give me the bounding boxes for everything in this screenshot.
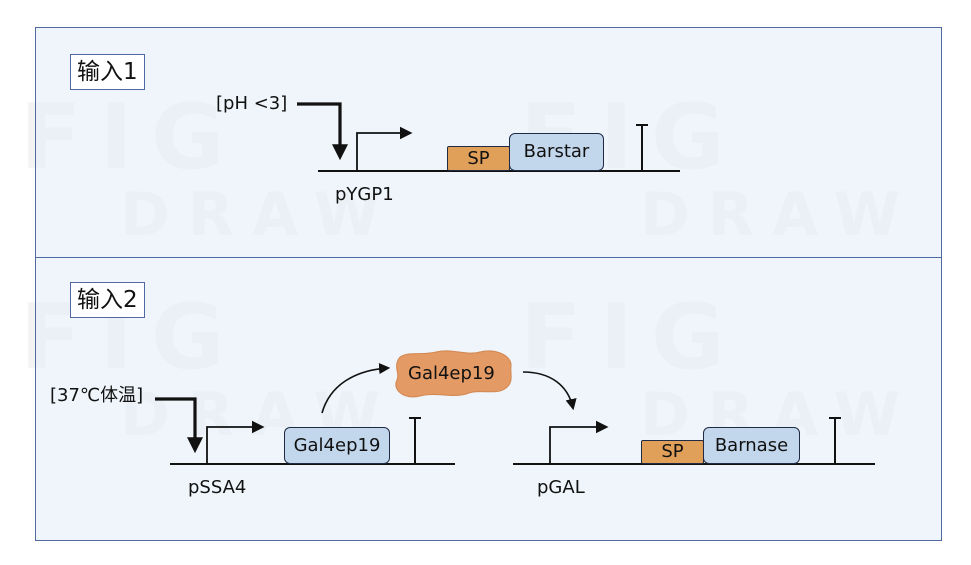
promoter-arrow-pgal — [549, 420, 609, 464]
expression-arrow — [321, 362, 391, 414]
sp-block-1: SP — [447, 146, 510, 171]
promoter-pygp1-label: pYGP1 — [335, 184, 394, 205]
sp-block-2: SP — [641, 440, 704, 464]
signal-arrow-37c — [155, 397, 203, 454]
barstar-gene: Barstar — [509, 133, 604, 171]
promoter-arrow-pygp1 — [356, 126, 413, 171]
gal4ep19-protein-label: Gal4ep19 — [408, 363, 495, 384]
gal4ep19-gene: Gal4ep19 — [284, 427, 390, 464]
activation-arrow — [522, 371, 577, 411]
promoter-pssa4-label: pSSA4 — [188, 477, 247, 498]
signal-37c-label: [37℃体温] — [50, 385, 144, 406]
input-1-panel — [35, 27, 942, 258]
promoter-pgal-label: pGAL — [537, 477, 585, 498]
signal-arrow-ph — [297, 102, 348, 161]
protein-blob — [395, 350, 512, 398]
terminator-1 — [636, 124, 648, 171]
terminator-3 — [829, 417, 841, 464]
input-2-title: 输入2 — [70, 282, 145, 318]
terminator-2 — [409, 417, 421, 464]
signal-ph-label: [pH <3] — [216, 93, 288, 114]
barnase-gene: Barnase — [703, 427, 800, 464]
promoter-arrow-pssa4 — [206, 420, 265, 464]
input-1-title: 输入1 — [70, 54, 145, 90]
